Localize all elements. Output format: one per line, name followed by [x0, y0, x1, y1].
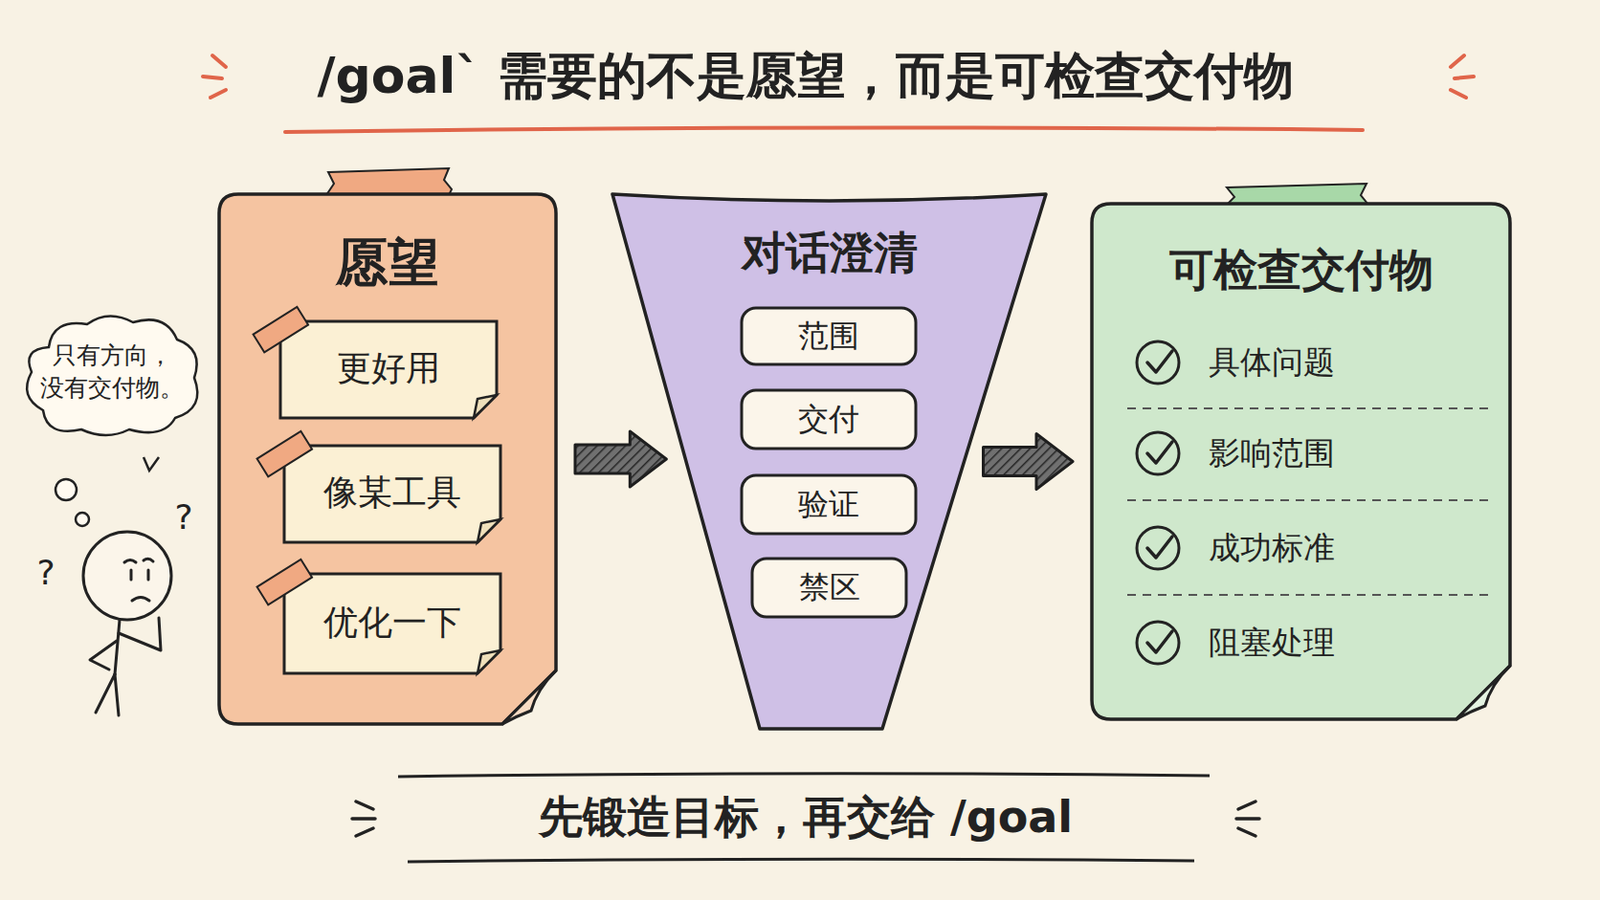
thought-tail — [143, 457, 159, 471]
note-body — [280, 321, 497, 419]
question-mark: ? — [174, 497, 193, 537]
step-text: 交付 — [741, 399, 916, 441]
funnel-body — [612, 194, 1046, 730]
figure-brow — [143, 558, 154, 562]
note-fold — [477, 650, 501, 674]
check-circle — [1136, 432, 1179, 475]
check-circle — [1136, 527, 1179, 570]
clarify-step: 验证 — [741, 475, 916, 534]
thought-dot — [55, 479, 77, 501]
pill-body — [741, 390, 916, 449]
dash — [212, 55, 226, 67]
note-fold — [473, 395, 497, 419]
dash — [1236, 817, 1260, 822]
panel-body — [219, 194, 556, 725]
caption: 先锻造目标，再交给 /goal — [538, 788, 1073, 848]
title-underline — [285, 127, 1363, 133]
caption-rule — [407, 859, 1195, 863]
stick-figure — [83, 532, 172, 716]
check-mark — [1147, 631, 1173, 653]
dash — [1238, 801, 1256, 810]
dash — [355, 828, 374, 837]
funnel-heading: 对话澄清 — [612, 222, 1046, 283]
wish-note: 更好用 — [280, 321, 497, 419]
wish-panel: 愿望更好用像某工具优化一下 — [219, 194, 556, 725]
clarify-step: 范围 — [741, 308, 916, 365]
figure-brow — [124, 560, 136, 564]
checklist-item: 具体问题 — [1208, 341, 1496, 385]
figure-mouth — [132, 598, 150, 602]
clarify-funnel: 对话澄清范围交付验证禁区 — [612, 194, 1046, 730]
row-divider — [1127, 499, 1490, 502]
wish-note: 优化一下 — [284, 574, 501, 674]
figure-body — [114, 620, 120, 675]
dash — [1450, 89, 1467, 98]
figure-leg — [114, 674, 119, 716]
clarify-step: 交付 — [741, 390, 916, 449]
panel-heading: 可检查交付物 — [1091, 240, 1511, 300]
deliverable-panel: 可检查交付物具体问题影响范围成功标准阻塞处理 — [1091, 203, 1511, 720]
page-curl — [1456, 666, 1511, 720]
page-curl — [502, 670, 556, 725]
row-divider — [1127, 594, 1490, 597]
figure-leg — [95, 674, 115, 713]
step-text: 禁区 — [752, 567, 907, 609]
note-text: 更好用 — [280, 345, 497, 393]
dash — [1450, 55, 1465, 67]
check-circle — [1136, 341, 1179, 384]
wish-note: 像某工具 — [284, 445, 501, 543]
figure-arm — [118, 618, 161, 651]
row-divider — [1127, 407, 1490, 410]
figure-arm — [89, 641, 117, 670]
clarify-step: 禁区 — [752, 558, 907, 618]
dash — [352, 817, 376, 822]
thought-dot — [75, 512, 89, 527]
check-mark — [1147, 536, 1173, 558]
thought-cloud: 只有方向， 没有交付物。 — [20, 311, 204, 439]
step-text: 范围 — [741, 315, 916, 357]
note-tape — [257, 559, 312, 605]
note-body — [284, 574, 501, 674]
dash — [355, 801, 374, 810]
pill-body — [752, 558, 907, 618]
cloud-body — [26, 315, 198, 436]
panel-heading: 愿望 — [219, 228, 556, 299]
step-text: 验证 — [741, 484, 916, 526]
block-arrow — [983, 434, 1074, 490]
dash — [202, 76, 223, 79]
thought-text: 只有方向， 没有交付物。 — [27, 339, 197, 405]
pill-body — [741, 475, 916, 534]
question-mark: ? — [36, 553, 55, 593]
note-body — [284, 445, 501, 543]
note-tape — [253, 307, 309, 353]
note-tape — [257, 431, 312, 477]
panel-body — [1091, 203, 1511, 720]
dash — [1238, 828, 1256, 837]
check-circle — [1136, 622, 1179, 665]
checklist-item: 阻塞处理 — [1208, 622, 1496, 666]
caption-rule — [398, 774, 1210, 778]
pill-body — [741, 308, 916, 365]
dash — [1454, 76, 1474, 79]
title: /goal` 需要的不是愿望，而是可检查交付物 — [317, 43, 1295, 111]
figure-eye — [130, 570, 134, 580]
dash — [210, 89, 226, 98]
figure-head — [83, 532, 172, 621]
checklist-item: 影响范围 — [1208, 432, 1496, 476]
note-text: 优化一下 — [284, 600, 501, 647]
figure-eye — [147, 570, 151, 580]
note-text: 像某工具 — [284, 469, 501, 517]
check-mark — [1147, 351, 1173, 373]
block-arrow — [575, 431, 667, 488]
note-fold — [477, 519, 501, 543]
checklist-item: 成功标准 — [1208, 527, 1496, 571]
check-mark — [1147, 442, 1173, 464]
